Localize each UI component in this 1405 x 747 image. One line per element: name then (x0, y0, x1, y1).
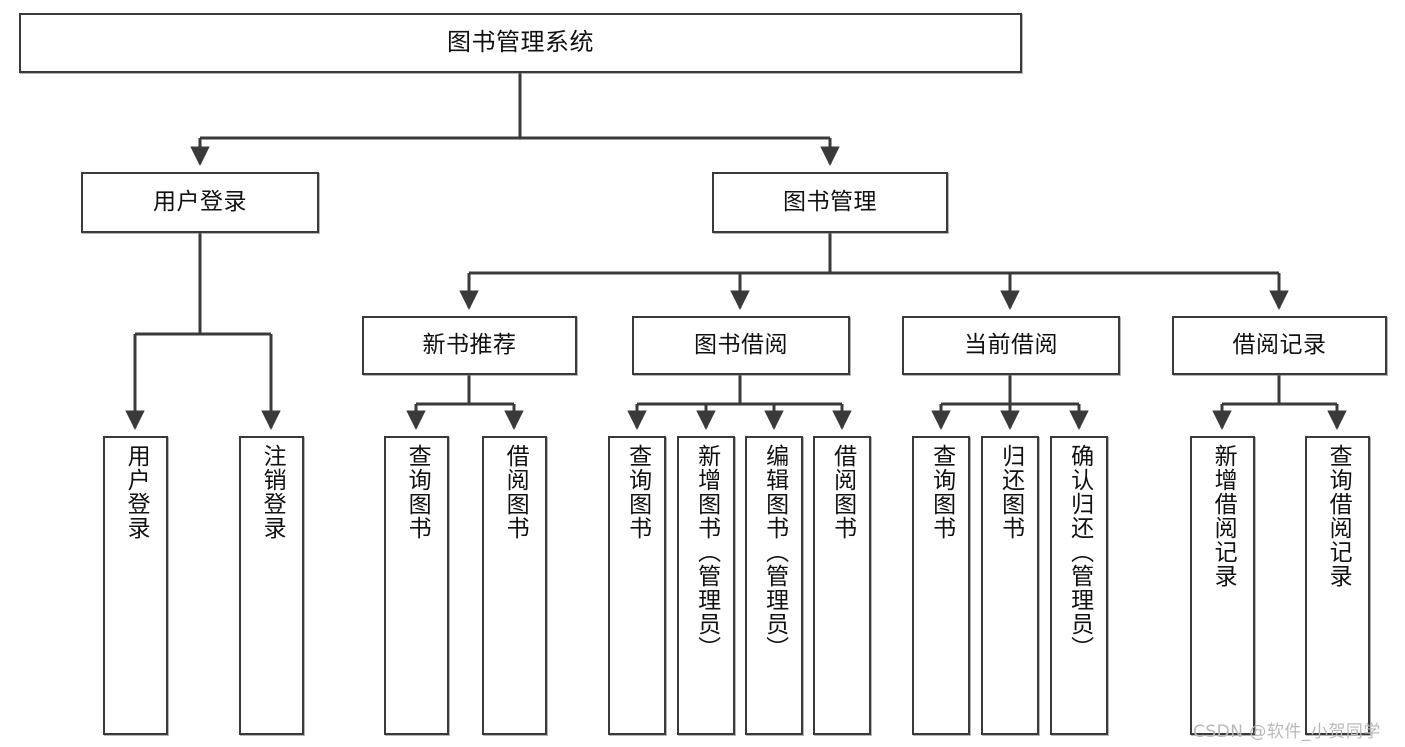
node-label: 确认归还（管理员） (1066, 444, 1093, 660)
node-label: 图书管理系统 (447, 28, 594, 57)
node-label: 借阅记录 (1232, 332, 1327, 359)
node-user-login[interactable]: 用户登录 (81, 172, 319, 233)
watermark-text: CSDN @软件_小贺同学 (1193, 722, 1381, 742)
leaf-recommend-query-book[interactable]: 查询图书 (384, 436, 449, 735)
leaf-record-add-record[interactable]: 新增借阅记录 (1190, 436, 1255, 735)
node-label: 用户登录 (123, 444, 150, 540)
node-label: 借阅图书 (829, 444, 856, 540)
watermark-csdn: CSDN @软件_小贺同学 (1193, 717, 1381, 742)
leaf-user-logout[interactable]: 注销登录 (239, 436, 304, 735)
node-borrow-record[interactable]: 借阅记录 (1172, 316, 1387, 375)
leaf-borrow-borrow-book[interactable]: 借阅图书 (813, 436, 871, 735)
leaf-recommend-borrow-book[interactable]: 借阅图书 (482, 436, 547, 735)
leaf-borrow-edit-book-admin[interactable]: 编辑图书（管理员） (745, 436, 803, 735)
node-label: 查询图书 (404, 444, 431, 540)
node-label: 图书管理 (783, 189, 877, 216)
node-label: 图书借阅 (694, 332, 788, 359)
leaf-current-confirm-return-admin[interactable]: 确认归还（管理员） (1050, 436, 1108, 735)
node-label: 查询借阅记录 (1325, 444, 1352, 588)
node-new-book-recommend[interactable]: 新书推荐 (362, 316, 577, 375)
node-label: 注销登录 (259, 444, 286, 540)
node-label: 用户登录 (153, 189, 247, 216)
node-book-management[interactable]: 图书管理 (712, 172, 948, 233)
node-label: 查询图书 (624, 444, 651, 540)
node-label: 查询图书 (928, 444, 955, 540)
leaf-borrow-query-book[interactable]: 查询图书 (608, 436, 666, 735)
node-label: 新增图书（管理员） (693, 444, 720, 660)
node-label: 当前借阅 (964, 332, 1058, 359)
node-label: 编辑图书（管理员） (761, 444, 788, 660)
node-label: 新书推荐 (422, 332, 517, 359)
node-label: 归还图书 (997, 444, 1024, 540)
node-label: 借阅图书 (502, 444, 529, 540)
node-book-borrow[interactable]: 图书借阅 (632, 316, 850, 375)
leaf-current-query-book[interactable]: 查询图书 (912, 436, 970, 735)
leaf-current-return-book[interactable]: 归还图书 (981, 436, 1039, 735)
node-label: 新增借阅记录 (1210, 444, 1237, 588)
leaf-record-query-record[interactable]: 查询借阅记录 (1305, 436, 1370, 735)
leaf-user-login[interactable]: 用户登录 (103, 436, 168, 735)
leaf-borrow-add-book-admin[interactable]: 新增图书（管理员） (677, 436, 735, 735)
node-current-borrow[interactable]: 当前借阅 (902, 316, 1120, 375)
node-root-system[interactable]: 图书管理系统 (19, 13, 1022, 73)
